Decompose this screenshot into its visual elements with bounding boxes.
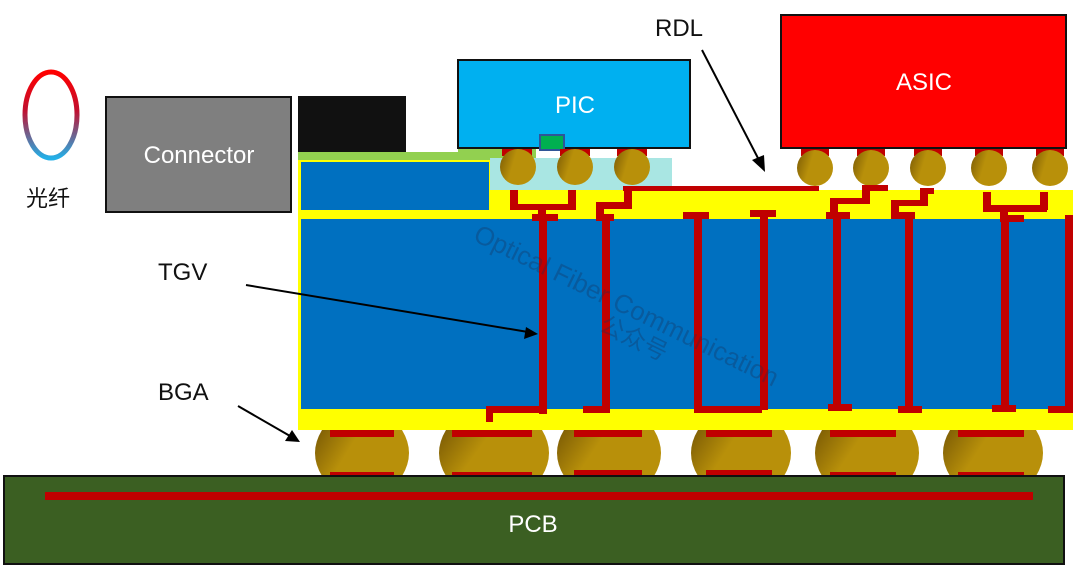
asic-bumps (797, 149, 1068, 186)
solder-bump (557, 149, 593, 185)
pic-label: PIC (555, 92, 595, 119)
bga-ball (815, 430, 919, 476)
tgv-via (760, 214, 768, 410)
asic-label: ASIC (896, 69, 952, 96)
solder-bump (971, 150, 1007, 186)
asic-chip (780, 14, 1067, 149)
pcb-label: PCB (508, 511, 557, 538)
solder-bump (910, 150, 946, 186)
connector-block (105, 96, 292, 213)
tgv-via (905, 216, 913, 412)
glass-core (301, 219, 1071, 409)
solder-bump (500, 149, 536, 185)
tgv-arrow-icon (245, 284, 538, 339)
bga-balls (315, 430, 1043, 476)
solder-bump (797, 150, 833, 186)
optical-block (298, 96, 406, 152)
rdl-traces-top (510, 185, 1048, 222)
bga-ball (439, 430, 549, 476)
bga-label: BGA (158, 379, 209, 406)
fiber-label: 光纤 (26, 187, 70, 212)
tgv-via (602, 218, 610, 408)
rdl-traces-bottom (486, 404, 1073, 422)
tgv-via (1065, 215, 1073, 411)
rdl-label: RDL (655, 15, 703, 42)
waveguide (298, 152, 536, 161)
pic-bumps (500, 149, 650, 185)
bga-ball (315, 430, 409, 476)
bga-ball (557, 430, 661, 476)
optical-coupler (539, 134, 565, 151)
solder-bump (853, 150, 889, 186)
fiber-icon (4, 69, 100, 161)
bga-arrow-icon (237, 405, 300, 442)
tgv-via (833, 216, 841, 410)
connector-label: Connector (144, 142, 255, 169)
glass-cavity-core (301, 162, 489, 210)
rdl-arrow-icon (701, 49, 765, 172)
tgv-vias (539, 214, 1073, 414)
tgv-via (694, 216, 702, 412)
bga-ball (691, 430, 791, 476)
rdl-trace (623, 186, 819, 191)
tgv-via (1001, 216, 1009, 412)
pcb-board (3, 475, 1065, 565)
tgv-label: TGV (158, 259, 207, 286)
solder-bump (1032, 150, 1068, 186)
tgv-via (539, 218, 547, 414)
solder-bump (614, 149, 650, 185)
pcb-trace (45, 492, 1033, 500)
bga-ball (943, 430, 1043, 476)
pic-chip (457, 59, 691, 149)
